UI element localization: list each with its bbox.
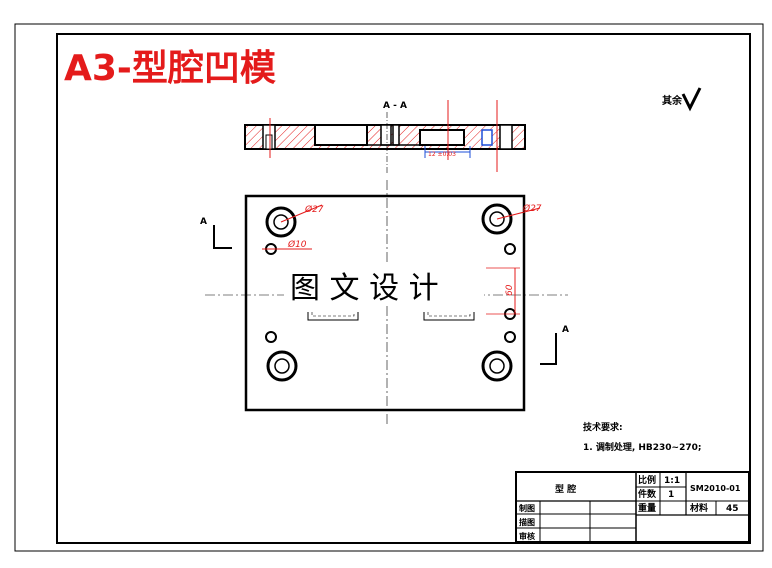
watermark-bg — [284, 264, 484, 306]
material-label: 材料 — [689, 502, 708, 514]
roughness-label: 其余 — [662, 94, 683, 107]
section-mark-lower: A — [540, 325, 569, 365]
section-label: A - A — [383, 101, 407, 111]
section-mark-upper: A — [200, 217, 232, 249]
svg-text:A: A — [200, 217, 207, 227]
tech-req-heading: 技术要求: — [583, 421, 623, 433]
section-view: 12 ±0.03 — [244, 124, 526, 158]
dim-hole-large-right: Ø27 — [522, 203, 542, 214]
dim-hole-small: Ø10 — [287, 239, 307, 250]
dim-hole-large-left: Ø27 — [304, 204, 324, 215]
sheet-border — [14, 23, 764, 552]
part-name: 型 腔 — [555, 483, 576, 495]
hole-bottom-right — [481, 350, 513, 382]
page-title: A3-型腔凹模 — [64, 48, 276, 89]
tech-req-item: 1. 调制处理, HB230~270; — [583, 441, 701, 453]
qty-value: 1 — [668, 490, 674, 500]
section-dimension: 12 ±0.03 — [428, 151, 456, 158]
checked-label: 审核 — [519, 531, 535, 541]
hole-bottom-left — [266, 350, 298, 382]
watermark: 图 文 设 计 — [290, 271, 439, 306]
drawn-label: 制图 — [519, 503, 535, 513]
pin-hole — [504, 331, 516, 343]
pin-hole — [504, 243, 516, 255]
drawing-number: SM2010-01 — [690, 484, 741, 493]
weight-label: 重量 — [638, 502, 656, 514]
scale-value: 1:1 — [664, 476, 680, 486]
pin-hole — [265, 331, 277, 343]
traced-label: 描图 — [519, 517, 535, 527]
drawing-frame — [56, 33, 751, 544]
svg-text:A: A — [562, 325, 569, 335]
material-value: 45 — [726, 504, 739, 514]
qty-label: 件数 — [638, 488, 657, 500]
dim-vertical: 60 — [505, 284, 515, 296]
roughness-icon — [681, 87, 702, 112]
scale-label: 比例 — [638, 474, 656, 486]
title-block — [515, 471, 750, 543]
